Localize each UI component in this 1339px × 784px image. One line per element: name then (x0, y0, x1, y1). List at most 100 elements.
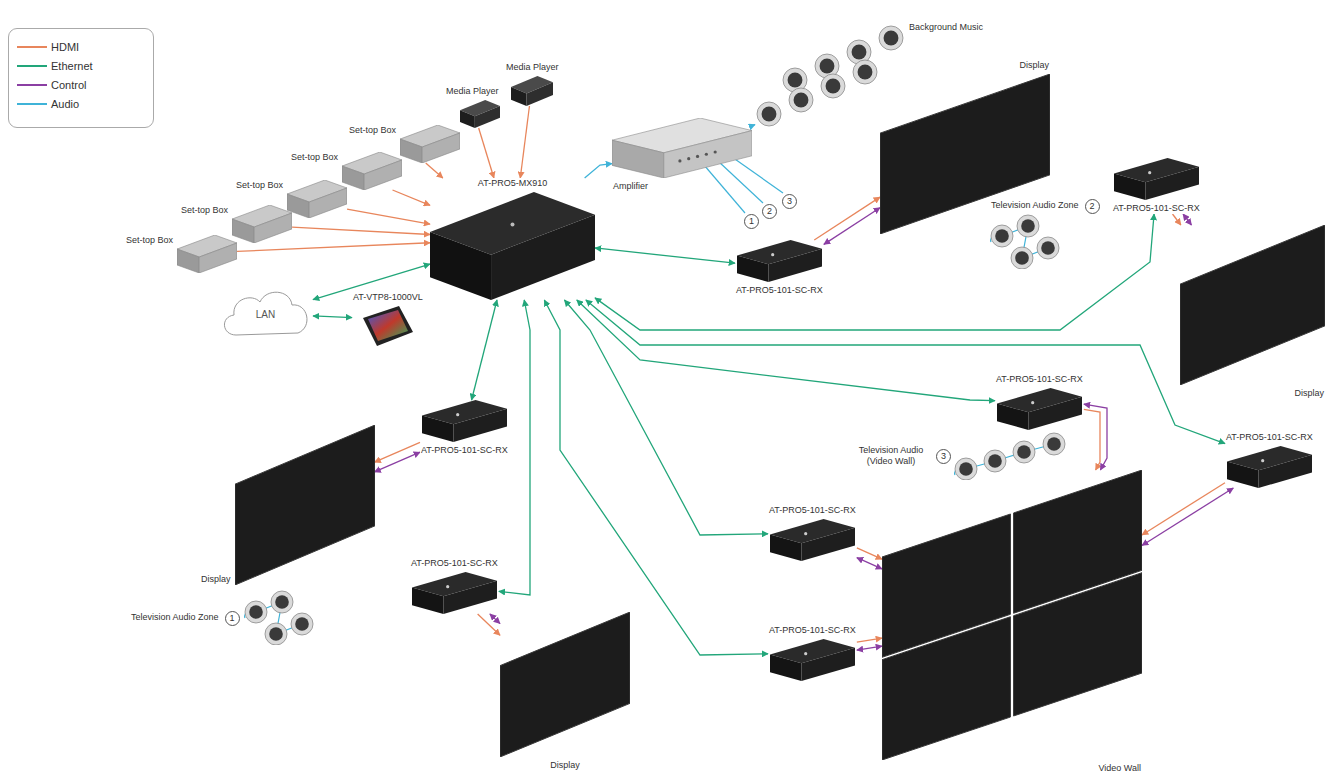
hdmi-cable (426, 163, 443, 178)
speaker-rim (821, 74, 845, 98)
amp-node: Amplifier (612, 118, 752, 192)
callout-number: 2 (762, 204, 777, 219)
mp-illustration (460, 100, 500, 128)
control-cable (1142, 488, 1233, 545)
speaker-cone (995, 229, 1009, 243)
speaker-rim (984, 450, 1006, 472)
callout-number: 3 (782, 194, 797, 209)
hdmi-cable (375, 442, 420, 462)
speaker-rim (245, 601, 267, 623)
display-panel (235, 425, 375, 585)
disp-illustration (235, 425, 375, 585)
logo-dot (804, 652, 807, 655)
spk-illustration (954, 432, 1069, 480)
ethernet-cable (577, 300, 995, 401)
hdmi-cable (237, 243, 430, 252)
receiver-box-front (801, 528, 855, 561)
legend-text: HDMI (51, 41, 79, 53)
stb-illustration (287, 180, 347, 218)
ethernet-cable (595, 248, 735, 263)
stb-node: Set-top Box (180, 205, 292, 243)
device-label: Display (1293, 388, 1325, 399)
receiver-box-side (1114, 174, 1145, 200)
settop-box-front (422, 133, 460, 163)
device-label: Set-top Box (290, 152, 339, 163)
rx-illustration (737, 240, 822, 282)
device-label: Amplifier (612, 181, 649, 192)
rx-node: AT-PRO5-101-SC-RX (768, 625, 857, 681)
speaker-rim (991, 225, 1013, 247)
rx-illustration (1227, 446, 1312, 488)
receiver-box-front (801, 648, 855, 681)
disp-illustration (500, 612, 630, 757)
lan-node: LAN (218, 285, 313, 343)
mp-illustration (511, 76, 553, 106)
matrix-switcher-front (491, 215, 595, 300)
legend-row: Audio (9, 94, 153, 113)
control-cable (1183, 214, 1191, 225)
receiver-box-side (770, 535, 801, 561)
device-label: Media Player (445, 86, 500, 97)
device-label: AT-PRO5-101-SC-RX (410, 558, 499, 569)
disp-node: Display (1180, 225, 1325, 399)
media-player-front (474, 106, 499, 128)
speaker-cone (1015, 251, 1029, 265)
device-label: Set-top Box (180, 205, 229, 216)
disp-node: Display (500, 612, 630, 771)
mx-node: AT-PRO5-MX910 (430, 178, 595, 300)
receiver-box-front (453, 409, 507, 442)
speaker-cone (852, 45, 867, 60)
legend-line (17, 103, 47, 105)
rx-illustration (1114, 158, 1199, 200)
spk-illustration (244, 590, 314, 645)
spk-illustration (990, 214, 1060, 269)
amplifier-rack-front (664, 131, 752, 178)
rx-illustration (997, 388, 1082, 430)
receiver-box-front (443, 581, 497, 614)
device-label: Set-top Box (348, 125, 397, 136)
rx-node: AT-PRO5-101-SC-RX (410, 558, 499, 614)
device-label: AT-PRO5-101-SC-RX (768, 505, 857, 516)
device-label: AT-PRO5-101-SC-RX (735, 285, 824, 296)
receiver-box-side (1227, 462, 1258, 488)
speaker-cone (884, 31, 899, 46)
videowall-panel (882, 617, 1010, 760)
legend-sample (17, 99, 47, 109)
legend-sample (17, 42, 47, 52)
legend-sample (17, 80, 47, 90)
logo-dot (446, 585, 449, 588)
logo-dot (771, 253, 774, 256)
vtp-node: AT-VTP8-1000VL (352, 292, 424, 346)
legend-line (17, 65, 47, 67)
rx-illustration (412, 572, 497, 614)
logo-dot (511, 222, 515, 226)
logo-dot (804, 532, 807, 535)
media-player-side (511, 87, 527, 106)
speaker-rim (879, 26, 903, 50)
legend-text: Control (51, 79, 86, 91)
control-cable (857, 646, 882, 650)
device-label: AT-VTP8-1000VL (352, 292, 424, 303)
amp-knob (696, 155, 699, 158)
settop-box-side (232, 219, 254, 243)
receiver-box-front (768, 249, 822, 282)
legend-text: Audio (51, 98, 79, 110)
receiver-box-side (997, 404, 1028, 430)
spk-node: Television Audio Zone (130, 590, 314, 645)
receiver-box-front (1028, 397, 1082, 430)
hdmi-cable (479, 128, 494, 178)
ethernet-cable (472, 300, 497, 400)
speaker-wire (966, 444, 1054, 469)
amp-knob (705, 153, 708, 156)
logo-dot (1148, 171, 1151, 174)
hdmi-cable (857, 638, 882, 642)
mp-node: Media Player (505, 62, 560, 106)
speaker-rim (1017, 215, 1039, 237)
audio-cable (585, 164, 612, 178)
speaker-cone (762, 107, 777, 122)
ethernet-cable (564, 300, 768, 535)
device-label: Media Player (505, 62, 560, 73)
speaker-rim (955, 458, 977, 480)
amp-knob (687, 157, 690, 160)
device-label: Video Wall (1097, 763, 1142, 774)
